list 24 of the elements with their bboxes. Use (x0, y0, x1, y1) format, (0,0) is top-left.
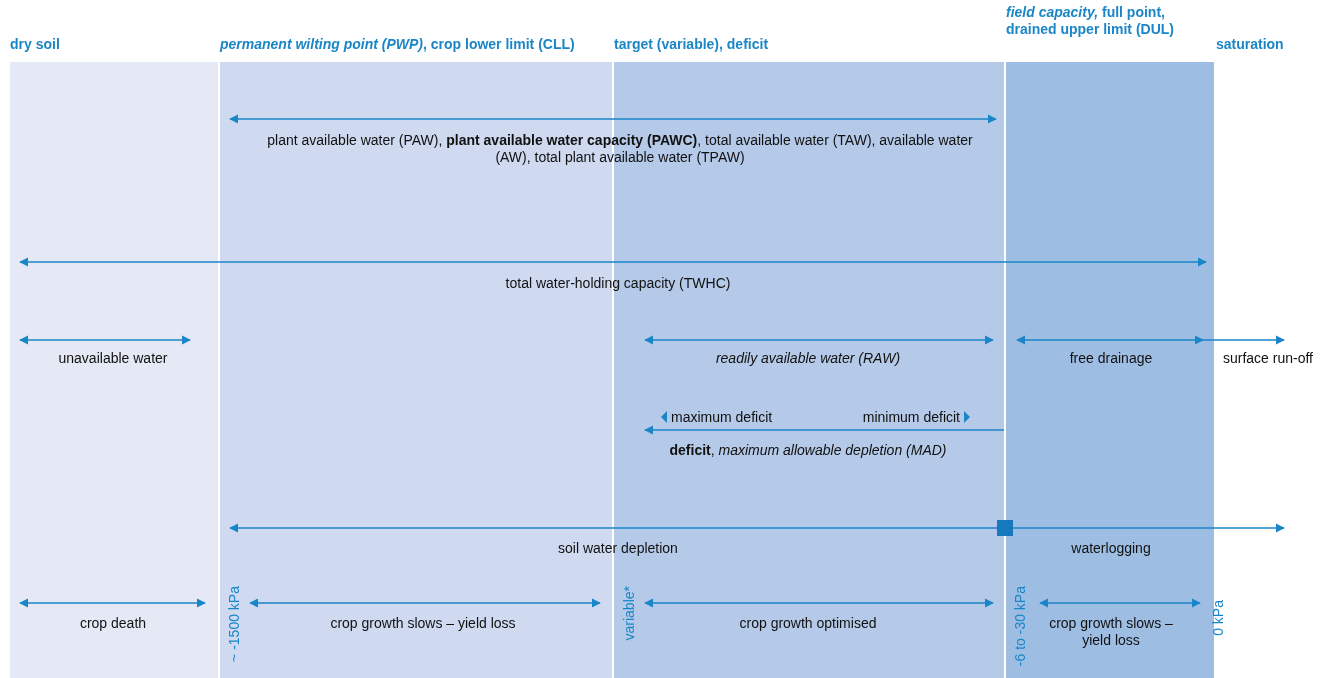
range-end-label: maximum deficit (671, 409, 774, 426)
span-label: waterlogging (1070, 540, 1152, 557)
range-end-label: minimum deficit (861, 409, 960, 426)
column-heading: dry soil (10, 36, 61, 53)
pressure-label: variable* (621, 586, 638, 641)
span-label: surface run-off (1222, 350, 1314, 367)
span-label: plant available water (PAW), plant available water capacity (PAWC), total available water (TAW), available water (AW), total plant available water (TPAW) (266, 132, 974, 166)
pressure-label: ~ -1500 kPa (226, 586, 243, 662)
span-label: crop growth optimised (738, 615, 878, 632)
span-label: crop growth slows – yield loss (329, 615, 517, 632)
column-heading: target (variable), deficit (614, 36, 770, 53)
pressure-label: 0 kPa (1210, 600, 1227, 636)
span-label: unavailable water (57, 350, 169, 367)
span-label: crop growth slows – yield loss (1048, 615, 1174, 649)
span-label: free drainage (1068, 350, 1154, 367)
span-label: total water-holding capacity (TWHC) (504, 275, 732, 292)
span-label: readily available water (RAW) (714, 350, 902, 367)
span-label: soil water depletion (557, 540, 679, 557)
column-heading: field capacity, full point, drained upper limit (DUL) (1006, 4, 1175, 38)
pressure-label: -6 to -30 kPa (1012, 586, 1029, 667)
span-label: crop death (78, 615, 148, 632)
column-heading: permanent wilting point (PWP), crop lower limit (CLL) (220, 36, 576, 53)
column-heading: saturation (1216, 36, 1285, 53)
span-label: deficit, maximum allowable depletion (MAD) (668, 442, 948, 459)
